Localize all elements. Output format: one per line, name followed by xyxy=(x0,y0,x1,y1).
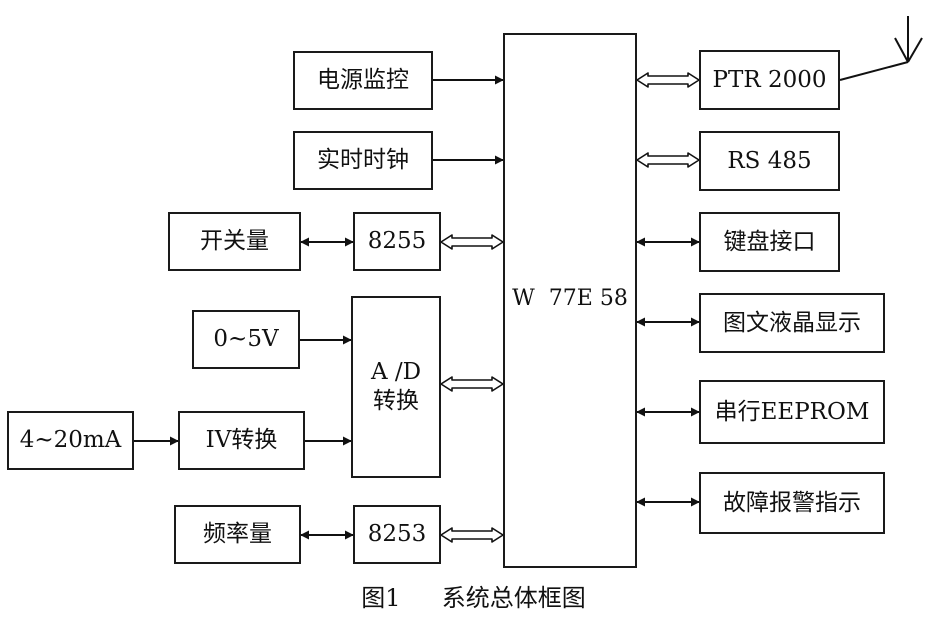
ad-converter-label-line1: A /D xyxy=(370,359,422,386)
analog-0-5v-label: 0~5V xyxy=(213,326,279,353)
chip-8253-label: 8253 xyxy=(367,521,427,548)
fault-alarm-label: 故障报警指示 xyxy=(723,489,861,516)
iv-convert-box: IV转换 xyxy=(178,411,305,470)
lcd-display-box: 图文液晶显示 xyxy=(699,293,885,353)
bus-arrow-8253-mcu xyxy=(440,527,504,543)
figure-title: 系统总体框图 xyxy=(441,584,586,612)
ad-converter-label-line2: 转换 xyxy=(373,388,419,414)
keyboard-interface-label: 键盘接口 xyxy=(723,228,816,255)
chip-8255-box: 8255 xyxy=(353,212,441,271)
ad-converter-box: A /D 转换 xyxy=(351,296,441,478)
bus-arrow-mcu-rs485 xyxy=(636,152,700,168)
mcu-label: W 77E 58 xyxy=(512,286,628,311)
ptr2000-box: PTR 2000 xyxy=(699,50,840,110)
fault-alarm-box: 故障报警指示 xyxy=(699,472,885,534)
rtc-label: 实时时钟 xyxy=(317,147,409,174)
analog-0-5v-box: 0~5V xyxy=(192,310,300,369)
rtc-box: 实时时钟 xyxy=(293,131,433,190)
serial-eeprom-label: 串行EEPROM xyxy=(714,398,870,425)
keyboard-interface-box: 键盘接口 xyxy=(699,212,840,272)
frequency-input-box: 频率量 xyxy=(174,505,301,564)
switch-input-label: 开关量 xyxy=(200,228,269,255)
current-4-20ma-box: 4~20mA xyxy=(7,411,134,470)
bus-arrow-mcu-ptr2000 xyxy=(636,72,700,88)
ptr2000-label: PTR 2000 xyxy=(712,66,827,93)
chip-8255-label: 8255 xyxy=(367,228,427,255)
antenna-icon xyxy=(839,16,923,81)
figure-number: 图1 xyxy=(361,584,401,612)
bus-arrow-8255-mcu xyxy=(440,234,504,250)
figure-caption: 图1 系统总体框图 xyxy=(0,578,947,613)
chip-8253-box: 8253 xyxy=(353,505,441,564)
rs485-box: RS 485 xyxy=(699,131,840,191)
serial-eeprom-box: 串行EEPROM xyxy=(699,380,885,444)
power-monitor-box: 电源监控 xyxy=(293,51,433,110)
power-monitor-label: 电源监控 xyxy=(317,67,409,94)
frequency-input-label: 频率量 xyxy=(203,521,272,548)
bus-arrow-ad-mcu xyxy=(440,376,504,392)
lcd-display-label: 图文液晶显示 xyxy=(723,309,861,336)
mcu-w77e58: W 77E 58 xyxy=(503,33,637,568)
current-4-20ma-label: 4~20mA xyxy=(19,427,122,454)
switch-input-box: 开关量 xyxy=(168,212,301,271)
iv-convert-label: IV转换 xyxy=(205,427,278,454)
rs485-label: RS 485 xyxy=(727,147,812,174)
